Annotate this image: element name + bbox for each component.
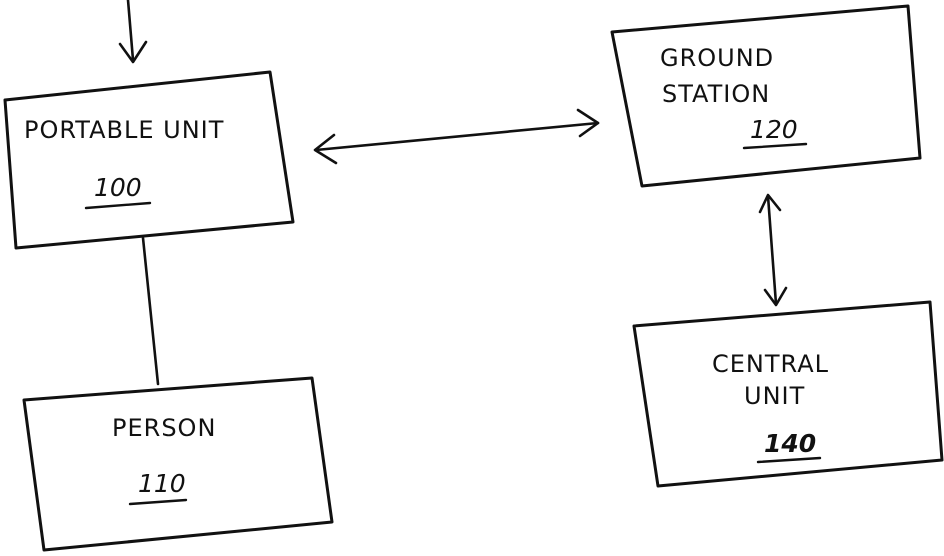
- ground-station-label-1: GROUND: [660, 44, 774, 72]
- ground-station-ref-underline: [744, 144, 806, 148]
- person-ref: 110: [138, 469, 186, 498]
- node-person: PERSON 110: [24, 378, 332, 550]
- person-label: PERSON: [112, 414, 216, 442]
- node-central-unit: CENTRAL UNIT 140: [634, 302, 942, 486]
- portable-unit-ref: 100: [94, 173, 142, 202]
- central-unit-label-1: CENTRAL: [712, 350, 829, 378]
- node-portable-unit: PORTABLE UNIT 100: [5, 72, 293, 248]
- portable-unit-label: PORTABLE UNIT: [24, 116, 224, 144]
- node-ground-station: GROUND STATION 120: [612, 6, 920, 186]
- ground-station-ref: 120: [750, 115, 798, 144]
- ground-station-label-2: STATION: [662, 80, 770, 108]
- portable-ground-link: [315, 110, 598, 163]
- central-unit-label-2: UNIT: [744, 382, 805, 410]
- central-unit-ref: 140: [764, 429, 816, 458]
- central-unit-ref-underline: [758, 458, 820, 462]
- portable-person-connector: [143, 238, 158, 384]
- input-arrow: [120, 0, 146, 62]
- person-ref-underline: [130, 500, 186, 504]
- ground-central-link: [760, 195, 786, 305]
- portable-unit-ref-underline: [86, 203, 150, 208]
